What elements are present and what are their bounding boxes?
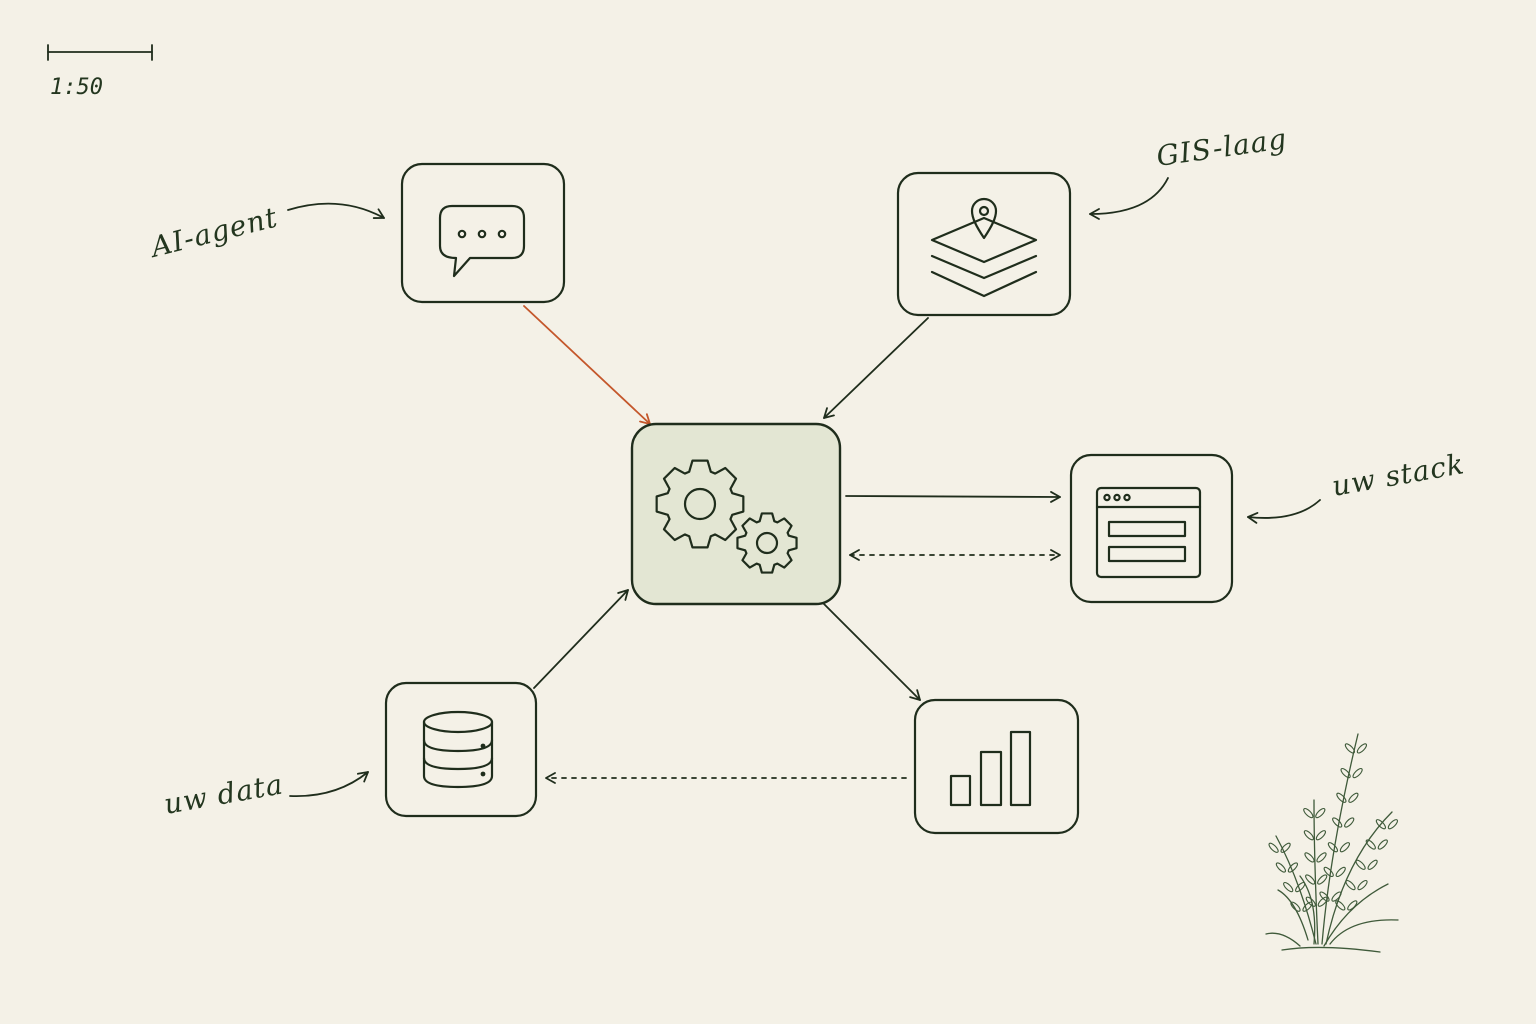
plant-leaf [1352,767,1363,779]
plant-leaf [1375,819,1387,830]
chat-bubble-icon [438,204,526,278]
gear-hole [755,531,779,555]
plant-leaf [1355,859,1366,870]
annotation-your-stack: uw stack [1247,447,1467,524]
plant-leaf [1331,891,1342,902]
plant-leaf [1335,900,1346,911]
plant-leaf [1319,891,1330,902]
annotation-gis-layer: GIS-laag [1089,122,1289,220]
node-ai-agent[interactable] [400,162,566,304]
node-your-stack[interactable] [1069,453,1234,604]
plant-leaf [1357,879,1368,891]
label-ai-agent: AI-agent [145,201,281,265]
gear-hole [683,487,717,521]
plant-leaf [1295,881,1306,893]
plant-leaf [1290,901,1301,912]
scale-label: 1:50 [50,75,103,100]
edge-hub-to-analytics [823,603,921,701]
map-layers-pin-icon [930,197,1038,298]
plant-leaf [1323,866,1334,878]
plant-leaf [1356,743,1368,754]
plant-leaf [1367,859,1378,870]
plant-leaf [1332,817,1343,828]
plant-leaf [1327,842,1339,853]
plant-leaf [1283,881,1294,893]
plant-leaf [1339,842,1351,853]
label-gis-layer: GIS-laag [1154,122,1289,173]
plant-leaf [1304,852,1315,863]
plant-leaf [1317,896,1328,907]
label-your-stack: uw stack [1329,447,1467,503]
plant-leaf [1387,819,1399,830]
plant-leaf [1287,862,1299,873]
node-gis-layer[interactable] [896,171,1072,317]
plant-leaf [1280,842,1291,853]
plant-leaf [1315,807,1326,819]
plant-leaf [1345,879,1356,891]
plant-leaf [1377,839,1388,850]
edge-data-to-hub [533,589,629,689]
gear-outline [655,459,745,549]
plant-leaf [1302,901,1313,912]
edge-ai-agent-to-hub [523,305,651,425]
bar-chart-icon [949,730,1032,807]
database-icon [422,710,494,789]
plant-leaf [1305,874,1316,885]
grass-sprig-icon [1265,733,1399,953]
label-your-data: uw data [161,767,285,820]
plant-leaf [1268,842,1279,853]
plant-leaf [1303,807,1314,819]
plant-leaf [1340,767,1351,779]
plant-leaf [1303,830,1315,841]
plant-leaf [1305,896,1316,907]
plant-leaf [1316,852,1327,863]
annotation-ai-agent: AI-agent [145,201,385,265]
plant-leaf [1365,839,1376,850]
node-analytics[interactable] [913,698,1080,835]
node-hub[interactable] [630,422,842,606]
plant-leaf [1344,743,1356,754]
plant-leaf [1348,792,1359,803]
plant-leaf [1344,817,1355,828]
edge-gis-to-hub [823,317,929,419]
edges [523,305,1061,784]
annotation-your-data: uw data [161,767,369,821]
edge-hub-to-stack [845,491,1061,503]
plant-leaf [1315,830,1327,841]
plant-leaf [1317,874,1328,885]
plant-leaf [1335,866,1346,878]
node-your-data[interactable] [384,681,538,818]
browser-window-icon [1095,486,1202,579]
plant-leaf [1347,900,1358,911]
gear-outline [736,512,798,574]
plant-leaf [1275,862,1287,873]
plant-leaf [1336,792,1347,803]
scale-bar: 1:50 [47,44,153,100]
gears-icon [655,459,798,574]
